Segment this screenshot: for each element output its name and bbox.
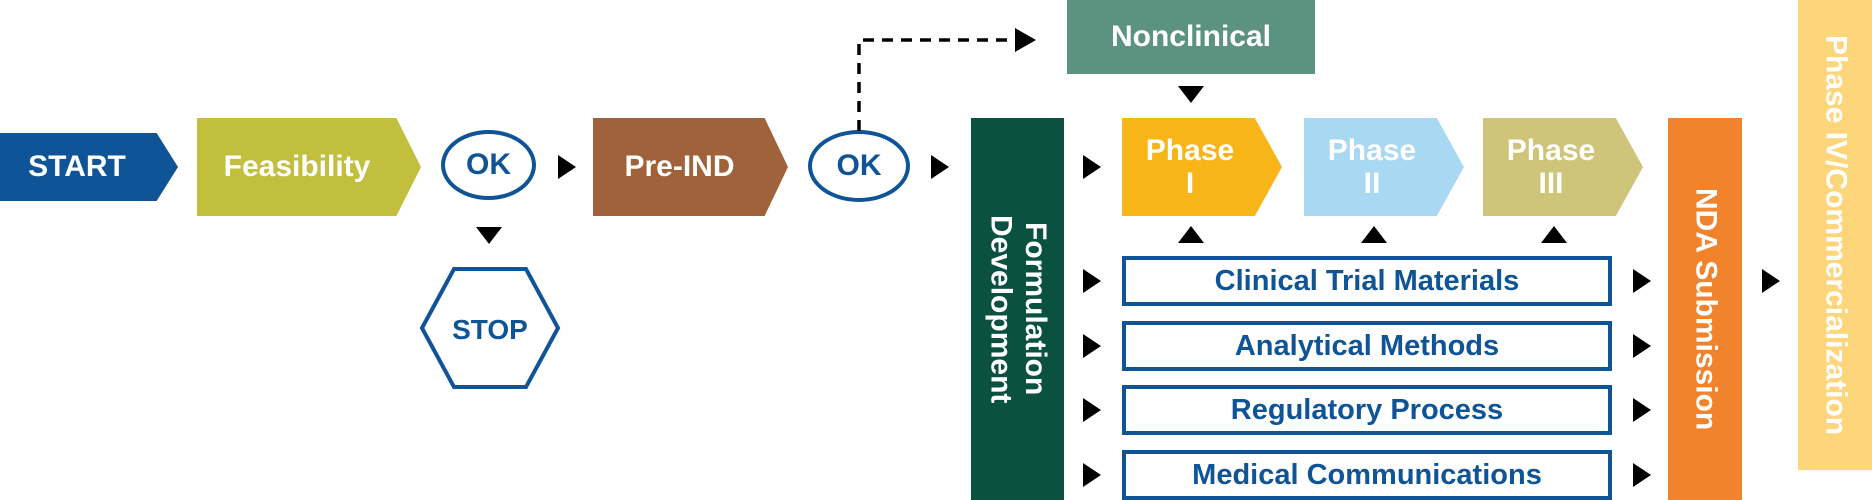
arrow-right-to-nda-4 [1633, 463, 1651, 487]
arrow-right-to-nda-3 [1633, 398, 1651, 422]
arrow-right-to-preind [558, 155, 576, 179]
track-analytical-methods: Analytical Methods [1122, 321, 1612, 371]
phase-4-commercialization-bar: Phase IV/Commercialization [1798, 0, 1872, 470]
arrow-right-to-phase-1 [1083, 155, 1101, 179]
track-regulatory-process: Regulatory Process [1122, 385, 1612, 435]
track-2-label: Analytical Methods [1234, 329, 1500, 362]
nda-submission-bar: NDA Submission [1668, 118, 1742, 500]
track-clinical-trial-materials: Clinical Trial Materials [1122, 256, 1612, 306]
phase-2-line1: Phase [1327, 134, 1417, 167]
track-3-label: Regulatory Process [1230, 393, 1504, 426]
arrow-right-to-track-2 [1083, 334, 1101, 358]
phase-2-step: Phase II [1304, 118, 1464, 216]
ok-decision-2-label: OK [836, 149, 882, 182]
phase4-label: Phase IV/Commercialization [1819, 34, 1853, 436]
nonclinical-label: Nonclinical [1110, 20, 1272, 53]
arrow-up-to-phase-3 [1541, 226, 1567, 243]
arrow-down-from-nonclinical [1178, 86, 1204, 103]
arrow-up-to-phase-1 [1178, 226, 1204, 243]
arrow-down-to-stop [476, 227, 502, 244]
stop-hexagon: STOP [419, 267, 561, 389]
phase-3-line1: Phase [1506, 134, 1596, 167]
arrow-up-to-phase-2 [1361, 226, 1387, 243]
arrow-right-to-track-4 [1083, 463, 1101, 487]
nonclinical-box: Nonclinical [1067, 0, 1315, 74]
stop-label: STOP [452, 314, 528, 345]
formulation-label-line1: Formulation [1019, 222, 1052, 396]
feasibility-step: Feasibility [197, 118, 421, 216]
phase-1-step: Phase I [1122, 118, 1282, 216]
preind-label: Pre-IND [624, 150, 735, 183]
formulation-label-line2: Development [984, 214, 1018, 404]
phase-1-line2: I [1185, 167, 1195, 200]
arrow-right-to-track-3 [1083, 398, 1101, 422]
arrow-right-to-phase-4 [1762, 269, 1780, 293]
dashed-connector-to-nonclinical [857, 28, 1036, 131]
ok-decision-2: OK [808, 130, 910, 202]
track-1-label: Clinical Trial Materials [1214, 264, 1520, 297]
arrow-right-to-nda-2 [1633, 334, 1651, 358]
preind-step: Pre-IND [593, 118, 788, 216]
phase-3-step: Phase III [1483, 118, 1643, 216]
start-step: START [0, 133, 178, 201]
track-4-label: Medical Communications [1192, 458, 1542, 491]
ok-decision-1-label: OK [466, 148, 511, 181]
arrow-right-to-track-1 [1083, 269, 1101, 293]
ok-decision-1: OK [441, 130, 536, 200]
arrow-right-to-formulation [931, 155, 949, 179]
formulation-development-bar: Formulation Development [971, 118, 1064, 500]
phase-2-line2: II [1363, 167, 1381, 200]
track-medical-communications: Medical Communications [1122, 450, 1612, 500]
arrow-right-to-nda-1 [1633, 269, 1651, 293]
phase-1-line1: Phase [1145, 134, 1235, 167]
phase-3-line2: III [1538, 167, 1564, 200]
start-label: START [28, 150, 126, 183]
feasibility-label: Feasibility [223, 150, 371, 183]
nda-label: NDA Submission [1689, 187, 1723, 431]
